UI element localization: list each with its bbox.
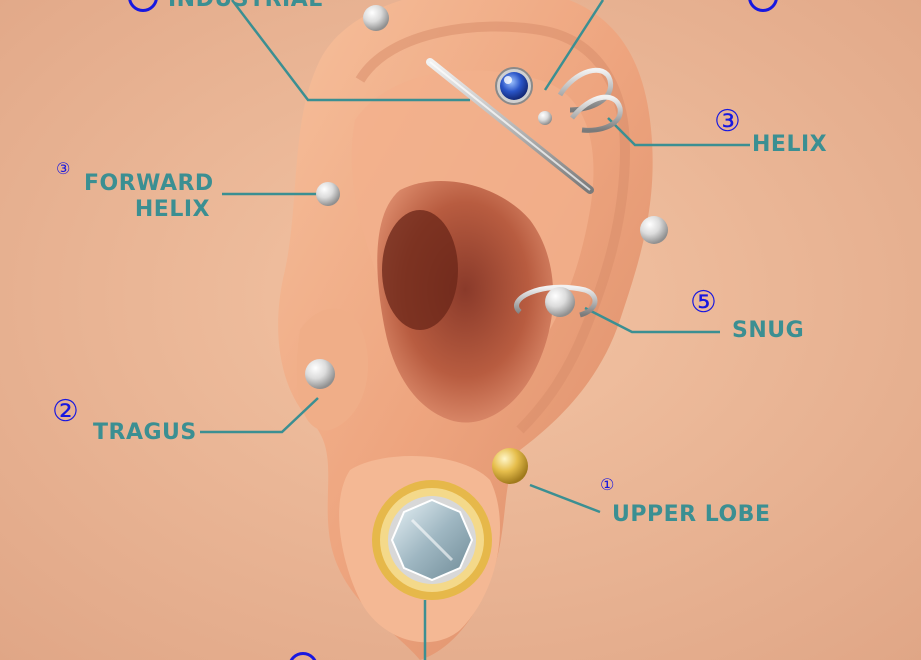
forward-helix-label-line1: FORWARD [84,171,214,196]
forward-helix-label-line2: HELIX [134,197,210,222]
upper-lobe-stud [492,448,528,484]
tragus-label: TRAGUS [93,420,197,445]
lobe-plug [372,480,492,600]
industrial-top-ball [363,5,389,31]
forward-helix-stud [316,182,340,206]
helix-number: ③ [714,104,741,139]
rim-stud [640,216,668,244]
industrial-barbell [426,58,594,194]
forward-helix-number: ③ [56,159,71,178]
industrial-label: INDUSTRIAL [168,0,323,13]
tragus-stud [305,359,335,389]
helix-hoops [557,67,623,133]
snug-number: ⑤ [690,285,717,320]
helix-rim [355,21,631,434]
small-ball-stud [538,111,552,125]
ear-canal [382,210,458,330]
leader-lines [200,0,750,660]
snug-label: SNUG [732,318,805,343]
snug-ring [514,284,598,318]
upper-lobe-label: UPPER LOBE [612,502,771,527]
helix-label: HELIX [752,132,828,157]
blue-gem-stud [495,67,533,105]
tragus-number: ② [52,394,79,429]
upper-lobe-number: ① [600,475,615,494]
